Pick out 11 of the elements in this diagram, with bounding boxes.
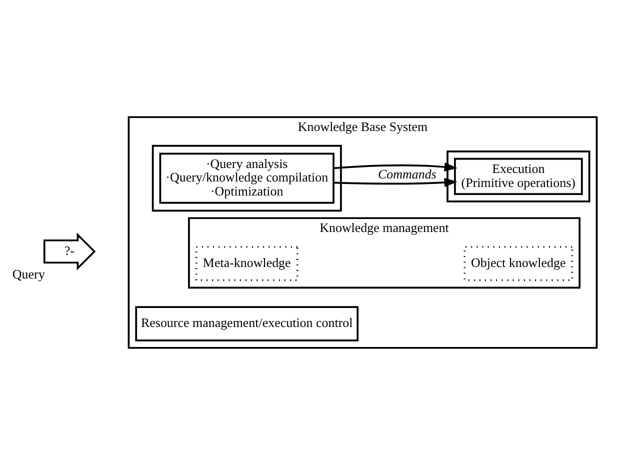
node-box: Meta-knowledge	[195, 246, 298, 282]
arrow	[334, 178, 458, 188]
cluster	[446, 150, 590, 202]
arrow	[333, 162, 458, 172]
node-box: Resource management/execution control	[135, 306, 359, 342]
edge-label: Commands	[378, 166, 436, 182]
cluster	[152, 144, 342, 212]
node-box: Object knowledge	[464, 246, 574, 282]
node-box: Execution (Primitive operations)	[454, 158, 583, 195]
node-box: ·Query analysis ·Query/knowledge compilation ·Optimization	[159, 152, 334, 204]
node-label: Query	[12, 266, 45, 282]
